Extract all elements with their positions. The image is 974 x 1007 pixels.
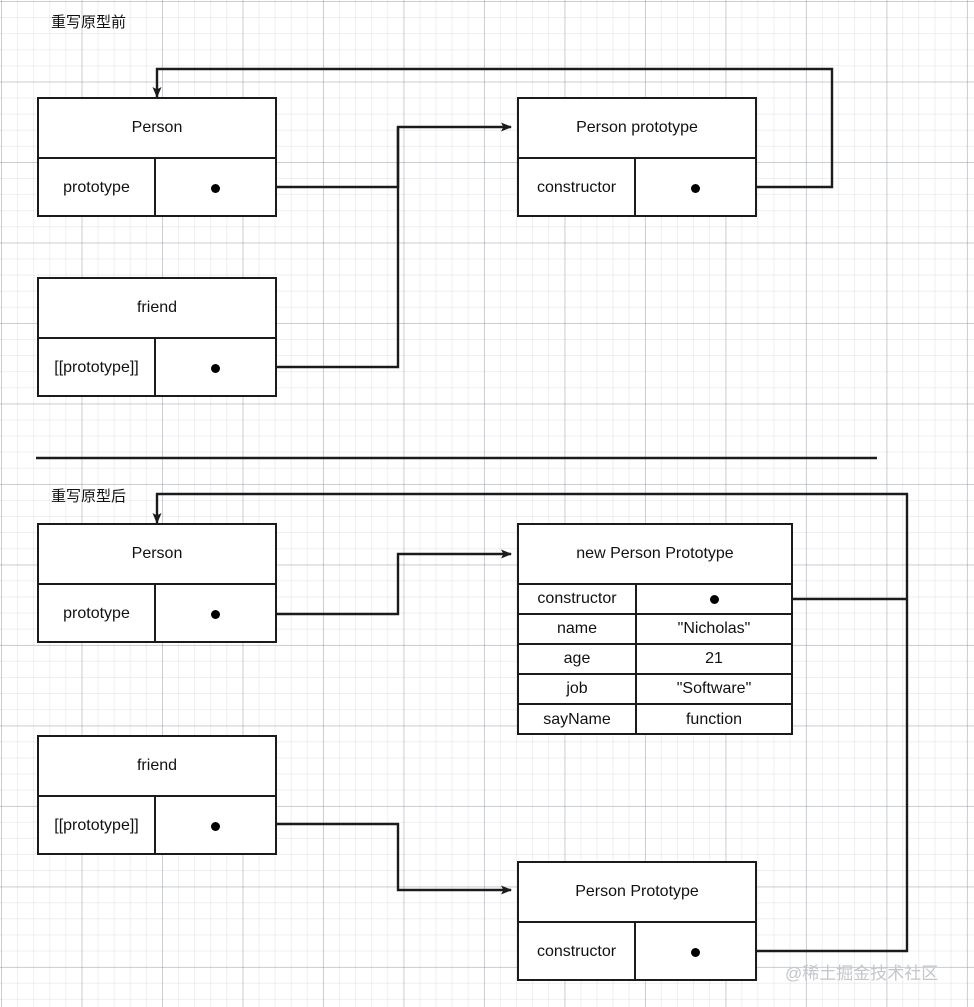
row-key-age: age — [519, 645, 637, 673]
row-key-job: job — [519, 675, 637, 703]
node-person-prototype-orphan-title: Person Prototype — [519, 863, 755, 923]
row-value-pointer — [637, 585, 791, 613]
row-value-age: 21 — [705, 650, 723, 667]
table-row: prototype — [39, 159, 275, 217]
table-row: [[prototype]] — [39, 797, 275, 855]
pointer-dot-icon — [709, 594, 719, 604]
row-key-constructor: constructor — [519, 585, 637, 613]
row-value-pointer — [156, 339, 275, 397]
node-person-after[interactable]: Person prototype — [37, 523, 277, 643]
row-value-pointer — [156, 585, 275, 643]
table-row: sayName function — [519, 705, 791, 735]
row-key-internal-prototype: [[prototype]] — [39, 797, 157, 855]
table-row: age 21 — [519, 645, 791, 675]
node-person-prototype-before-title: Person prototype — [519, 99, 755, 159]
table-row: name "Nicholas" — [519, 615, 791, 645]
section-label-before: 重写原型前 — [51, 14, 127, 31]
pointer-dot-icon — [691, 183, 700, 193]
node-new-person-prototype[interactable]: new Person Prototype constructor name "N… — [517, 523, 793, 735]
table-row: constructor — [519, 159, 755, 217]
node-friend-before[interactable]: friend [[prototype]] — [37, 277, 277, 397]
edge2-person-prototype-to-new-proto — [219, 549, 512, 616]
node-person-after-title: Person — [39, 525, 275, 585]
pointer-dot-icon — [691, 947, 700, 957]
row-value-pointer — [156, 159, 275, 217]
node-friend-after-title: friend — [39, 737, 275, 797]
pointer-dot-icon — [211, 363, 220, 373]
node-friend-before-title: friend — [39, 279, 275, 339]
row-key-constructor: constructor — [519, 159, 637, 217]
node-friend-after[interactable]: friend [[prototype]] — [37, 735, 277, 855]
pointer-dot-icon — [211, 821, 220, 831]
table-row: prototype — [39, 585, 275, 643]
edge2-bottom-constructor-to-person — [152, 492, 909, 953]
row-value-pointer — [156, 797, 275, 855]
pointer-dot-icon — [211, 183, 220, 193]
row-key-internal-prototype: [[prototype]] — [39, 339, 157, 397]
row-value-pointer — [636, 923, 755, 981]
node-person-prototype-orphan[interactable]: Person Prototype constructor — [517, 861, 757, 981]
table-row: job "Software" — [519, 675, 791, 705]
row-key-prototype: prototype — [39, 159, 157, 217]
row-key-constructor: constructor — [519, 923, 637, 981]
row-value-name: "Nicholas" — [677, 620, 751, 637]
watermark: @稀土掘金技术社区 — [785, 964, 939, 983]
node-person-before[interactable]: Person prototype — [37, 97, 277, 217]
table-row: [[prototype]] — [39, 339, 275, 397]
row-key-sayname: sayName — [519, 705, 637, 735]
row-value-job: "Software" — [676, 680, 752, 697]
section-label-after: 重写原型后 — [51, 488, 127, 505]
node-person-before-title: Person — [39, 99, 275, 159]
table-row: constructor — [519, 923, 755, 981]
edge-friend-prototype-to-person-prototype-box — [219, 127, 400, 369]
edge2-friend-prototype-to-person-prototype — [219, 822, 512, 895]
row-key-name: name — [519, 615, 637, 643]
row-value-pointer — [636, 159, 755, 217]
pointer-dot-icon — [211, 609, 220, 619]
row-key-prototype: prototype — [39, 585, 157, 643]
edge-constructor-to-person — [152, 67, 834, 189]
table-row: constructor — [519, 585, 791, 615]
node-person-prototype-before[interactable]: Person prototype constructor — [517, 97, 757, 217]
row-value-sayname: function — [685, 711, 743, 728]
node-new-person-prototype-title: new Person Prototype — [519, 525, 791, 585]
